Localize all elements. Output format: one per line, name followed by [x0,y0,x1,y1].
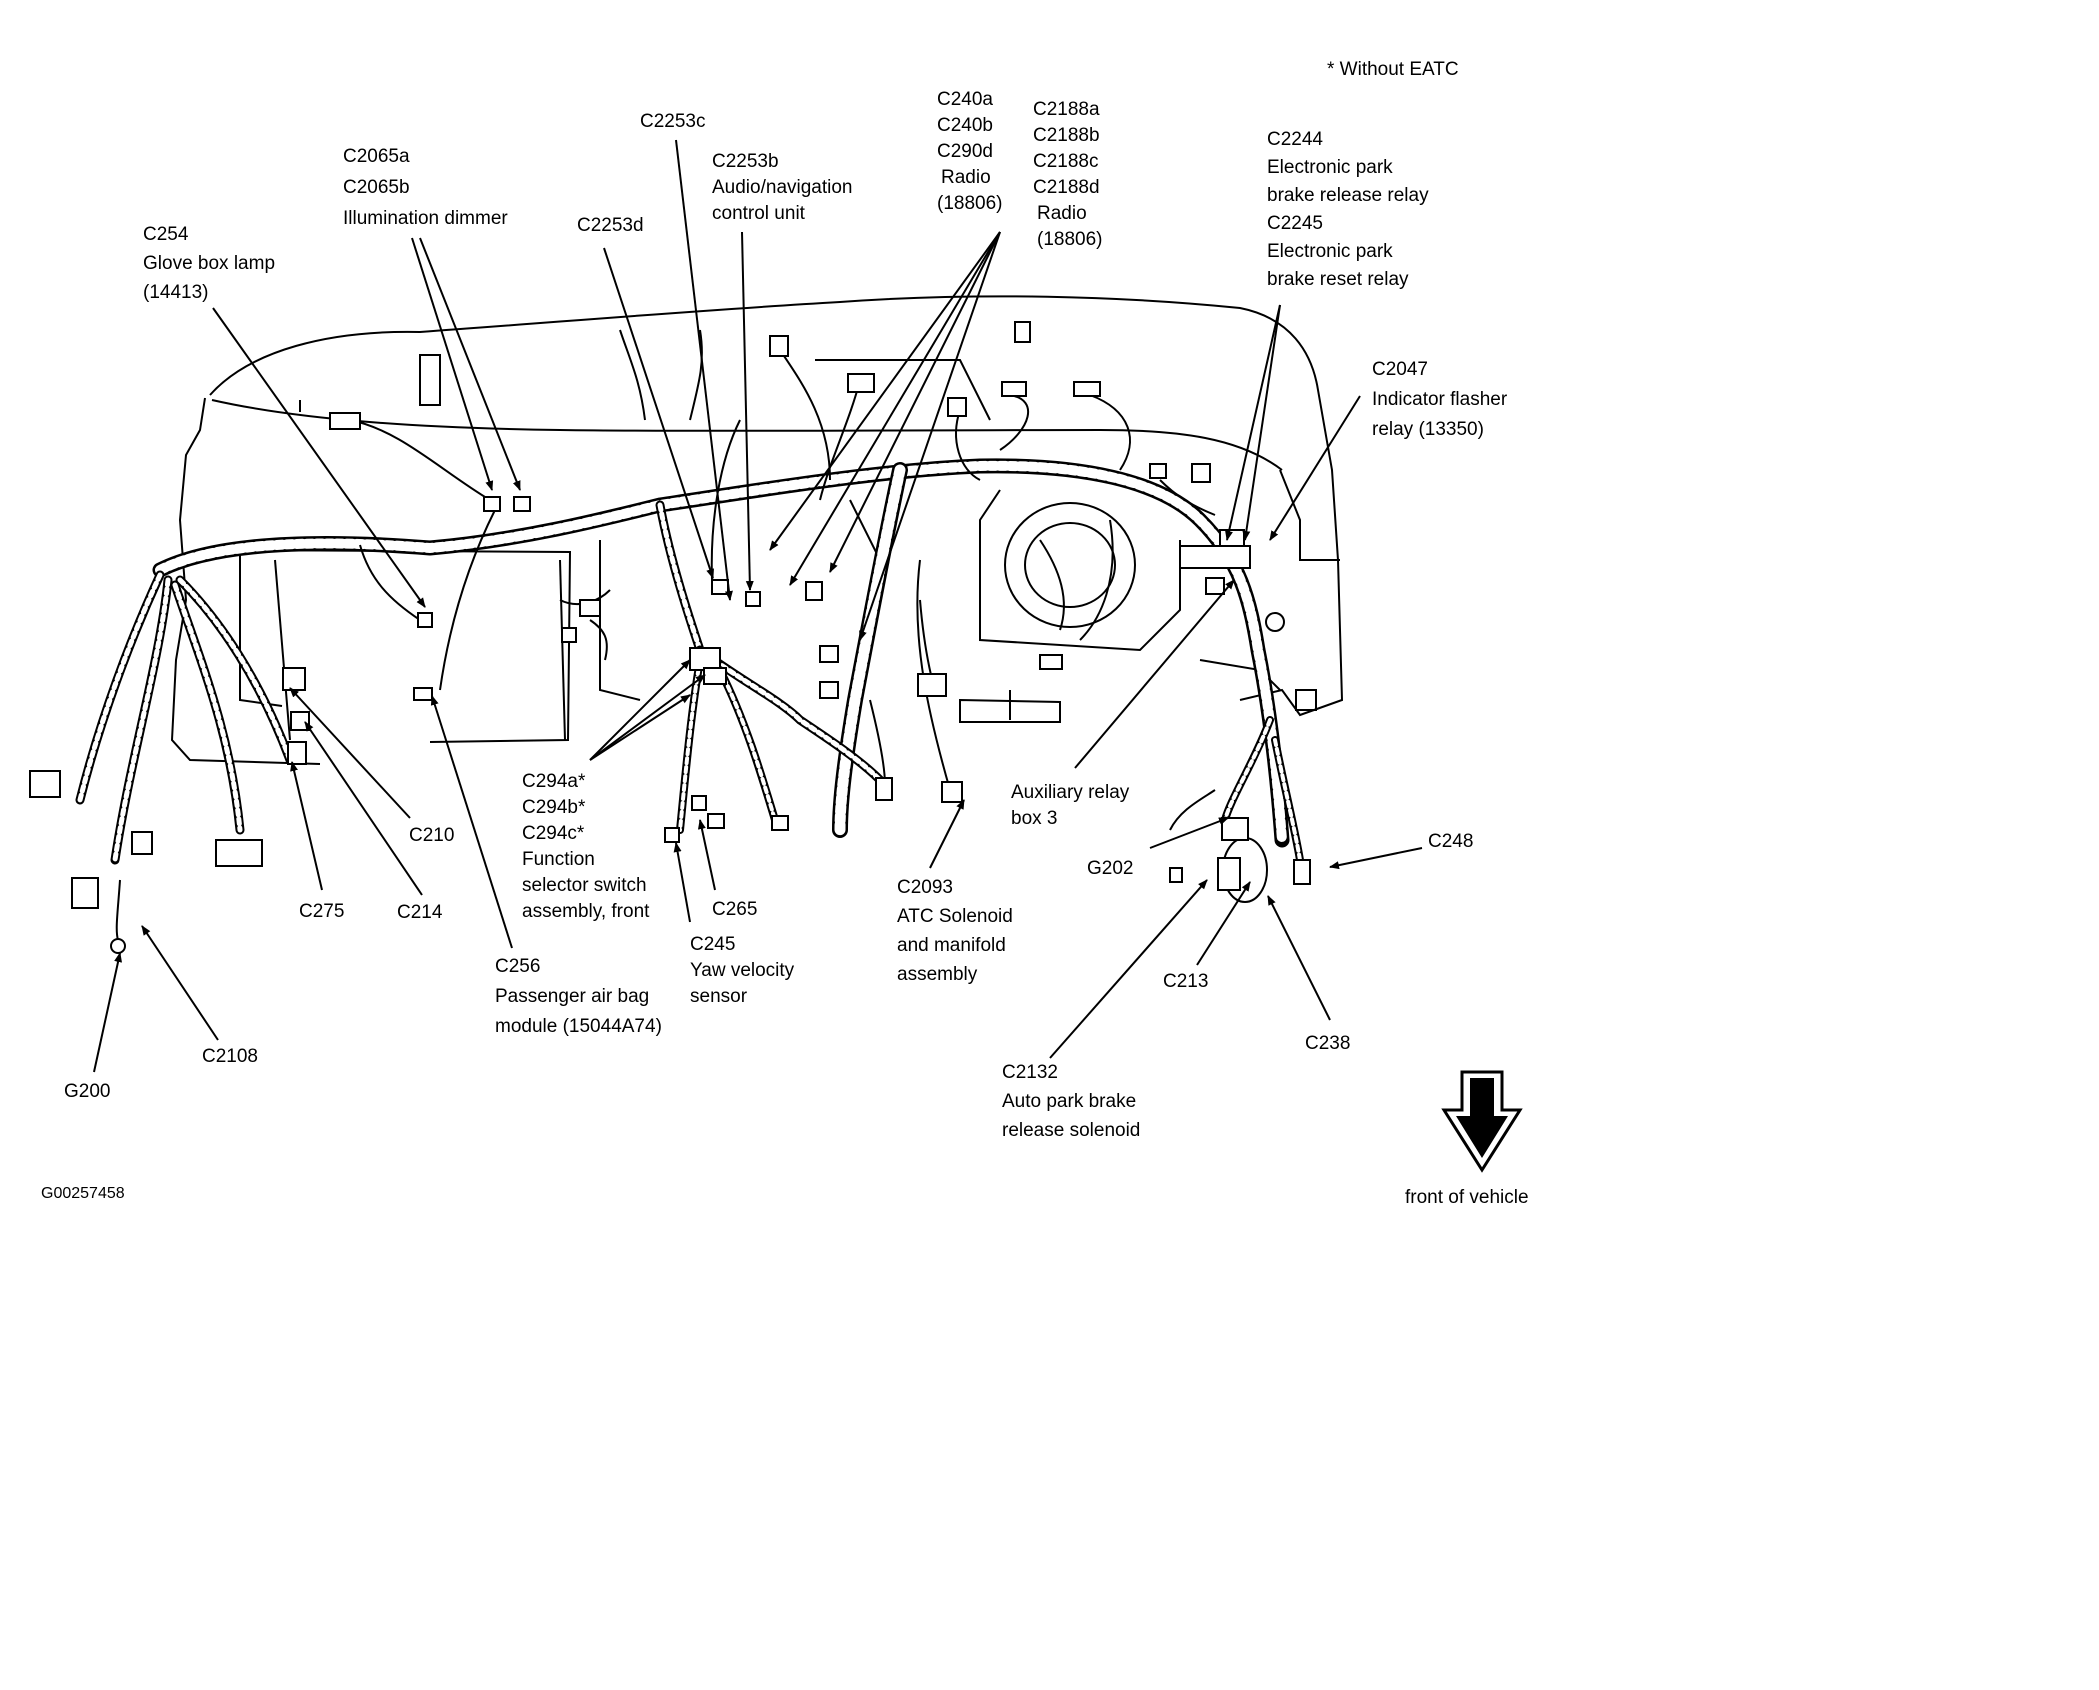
label-c214: C214 [397,902,443,923]
instrument-panel-outline [170,295,1344,765]
front-direction-arrow-icon [1441,1070,1523,1173]
label-c210: C210 [409,825,455,846]
callout-leaders [93,139,1423,1073]
label-c275: C275 [299,901,345,922]
label-c2253c: C2253c [640,111,706,132]
label-c238: C238 [1305,1033,1351,1054]
dashboard-harness-drawing [29,139,1523,1173]
front-of-vehicle-label: front of vehicle [1405,1187,1529,1208]
label-c213: C213 [1163,971,1209,992]
note-without-eatc: * Without EATC [1327,59,1459,80]
label-g200: G200 [64,1081,111,1102]
label-c248: C248 [1428,831,1474,852]
label-c265: C265 [712,899,758,920]
harness-looms [75,458,1304,865]
label-c2108: C2108 [202,1046,258,1067]
figure-id: G00257458 [41,1185,125,1202]
label-g202: G202 [1087,858,1134,879]
label-c2253d: C2253d [577,215,644,236]
